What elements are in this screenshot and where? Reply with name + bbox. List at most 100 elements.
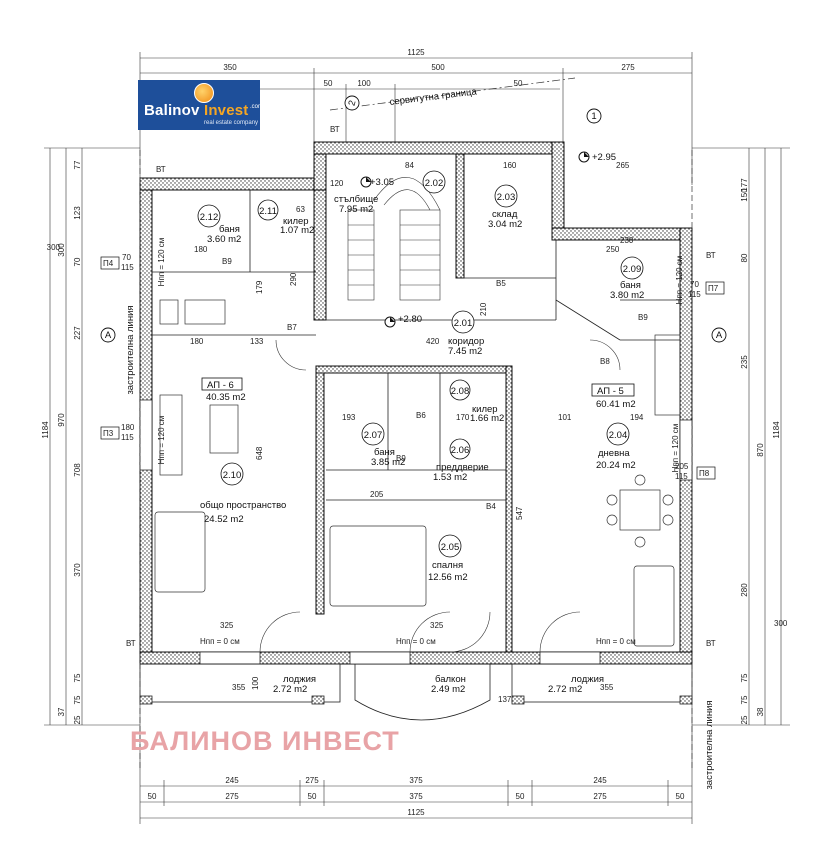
door-swings xyxy=(259,339,621,653)
apartment-6-box: АП - 6 40.35 m2 xyxy=(201,377,246,403)
svg-text:420: 420 xyxy=(426,337,440,346)
door-tags: B9 B7 B6 B9 B4 B5 B9 B8 xyxy=(222,257,648,511)
svg-text:2: 2 xyxy=(346,99,358,107)
svg-text:708: 708 xyxy=(73,463,82,477)
svg-text:2.05: 2.05 xyxy=(441,542,460,553)
sill-height-labels: Нпп = 120 см Нпп = 120 см Нпп = 120 см Н… xyxy=(157,238,684,646)
svg-text:2.10: 2.10 xyxy=(223,470,242,481)
room-2-11: 2.11 килер 1.07 m2 xyxy=(257,199,314,236)
svg-text:2.72 m2: 2.72 m2 xyxy=(548,684,582,695)
globe-icon xyxy=(194,83,214,103)
svg-text:B9: B9 xyxy=(638,313,648,322)
room-2-04: 2.04 дневна 20.24 m2 xyxy=(596,422,636,471)
svg-text:70: 70 xyxy=(122,253,131,262)
svg-text:194: 194 xyxy=(630,413,644,422)
svg-text:75: 75 xyxy=(73,673,82,682)
svg-text:B9: B9 xyxy=(396,454,406,463)
dim-left-b2: 300 xyxy=(47,243,61,252)
building-line-label-right: застроителна линия xyxy=(704,700,715,789)
svg-text:А: А xyxy=(716,330,723,341)
svg-text:А: А xyxy=(105,330,112,341)
svg-text:177: 177 xyxy=(740,178,749,192)
svg-text:100: 100 xyxy=(251,676,260,690)
svg-text:П3: П3 xyxy=(103,429,114,438)
svg-text:B4: B4 xyxy=(486,502,496,511)
dim-right-total: 1184 xyxy=(772,421,781,439)
level-marker-top: +2.95 xyxy=(578,151,616,163)
svg-text:+2.80: +2.80 xyxy=(398,314,422,325)
svg-text:1.07 m2: 1.07 m2 xyxy=(280,225,314,236)
logo-dotcom: .com xyxy=(250,104,264,110)
svg-text:170: 170 xyxy=(456,413,470,422)
svg-text:25: 25 xyxy=(73,715,82,724)
svg-text:50: 50 xyxy=(308,792,317,801)
dim-top-a: 350 xyxy=(223,63,237,72)
svg-text:227: 227 xyxy=(73,326,82,340)
svg-text:B6: B6 xyxy=(416,411,426,420)
svg-text:7.45 m2: 7.45 m2 xyxy=(448,346,482,357)
svg-text:ВТ: ВТ xyxy=(706,251,716,260)
svg-text:205: 205 xyxy=(675,462,689,471)
svg-text:Нпп = 120 см: Нпп = 120 см xyxy=(671,424,680,473)
axis-marker-a-left: А xyxy=(100,327,116,343)
svg-text:2.12: 2.12 xyxy=(200,212,219,223)
svg-text:180: 180 xyxy=(190,337,204,346)
svg-text:38: 38 xyxy=(756,707,765,716)
window-gaps xyxy=(139,399,693,665)
svg-text:килер: килер xyxy=(283,216,309,227)
dim-left-total: 1184 xyxy=(41,421,50,439)
dim-right-a: 870 xyxy=(756,443,765,457)
brand-watermark: БАЛИНОВ ИНВЕСТ xyxy=(130,726,400,756)
apartment-5-box: АП - 5 60.41 m2 xyxy=(591,383,636,410)
dim-bottom-total: 1125 xyxy=(407,808,425,817)
svg-text:Нпп = 120 см: Нпп = 120 см xyxy=(157,238,166,287)
svg-text:3.04 m2: 3.04 m2 xyxy=(488,219,522,230)
bottom-dims-row1: 245 275 375 245 xyxy=(225,776,607,785)
svg-text:лоджия: лоджия xyxy=(283,674,316,685)
svg-text:325: 325 xyxy=(430,621,444,630)
window-marker-p7: П7 70 115 xyxy=(688,280,725,299)
svg-text:245: 245 xyxy=(593,776,607,785)
svg-text:баня: баня xyxy=(620,280,641,291)
svg-text:3.60 m2: 3.60 m2 xyxy=(207,234,241,245)
dim-top-c: 275 xyxy=(621,63,635,72)
svg-text:спалня: спалня xyxy=(432,560,463,571)
svg-text:180: 180 xyxy=(121,423,135,432)
room-2-06: 2.06 преддверие 1.53 m2 xyxy=(433,438,489,483)
svg-text:250: 250 xyxy=(606,245,620,254)
svg-text:2.06: 2.06 xyxy=(451,445,470,456)
svg-text:2.49 m2: 2.49 m2 xyxy=(431,684,465,695)
svg-text:370: 370 xyxy=(73,563,82,577)
svg-text:1.66 m2: 1.66 m2 xyxy=(470,413,504,424)
axis-marker-2: 2 xyxy=(344,95,360,111)
svg-text:80: 80 xyxy=(740,253,749,262)
svg-text:Нпп = 120 см: Нпп = 120 см xyxy=(675,256,684,305)
svg-text:20.24 m2: 20.24 m2 xyxy=(596,460,636,471)
svg-text:B9: B9 xyxy=(222,257,232,266)
dim-top-b: 500 xyxy=(431,63,445,72)
axis-marker-a-right: А xyxy=(711,327,727,343)
window-marker-p8: П8 205 115 xyxy=(675,462,716,481)
svg-text:П4: П4 xyxy=(103,259,114,268)
dim-top-d: 50 xyxy=(324,79,333,88)
dim-right-b: 300 xyxy=(774,619,788,628)
svg-text:АП - 6: АП - 6 xyxy=(207,380,234,391)
svg-text:П8: П8 xyxy=(699,469,710,478)
svg-text:101: 101 xyxy=(558,413,572,422)
svg-text:2.01: 2.01 xyxy=(454,318,473,329)
svg-text:склад: склад xyxy=(492,209,518,220)
bottom-dims-row2: 50 275 50 375 50 275 50 xyxy=(148,792,685,801)
balconies xyxy=(139,663,693,721)
level-marker-corridor: +2.80 xyxy=(384,314,422,328)
room-2-09: 2.09 баня 3.80 m2 xyxy=(610,256,644,301)
svg-text:АП - 5: АП - 5 xyxy=(597,386,624,397)
bottom-dimensions xyxy=(139,700,693,824)
logo-tagline: real estate company xyxy=(204,120,259,126)
svg-text:2.72 m2: 2.72 m2 xyxy=(273,684,307,695)
svg-text:648: 648 xyxy=(255,446,264,460)
svg-text:115: 115 xyxy=(675,472,688,481)
svg-text:B8: B8 xyxy=(600,357,610,366)
svg-text:210: 210 xyxy=(479,302,488,316)
svg-text:355: 355 xyxy=(232,683,246,692)
svg-text:преддверие: преддверие xyxy=(436,462,489,473)
